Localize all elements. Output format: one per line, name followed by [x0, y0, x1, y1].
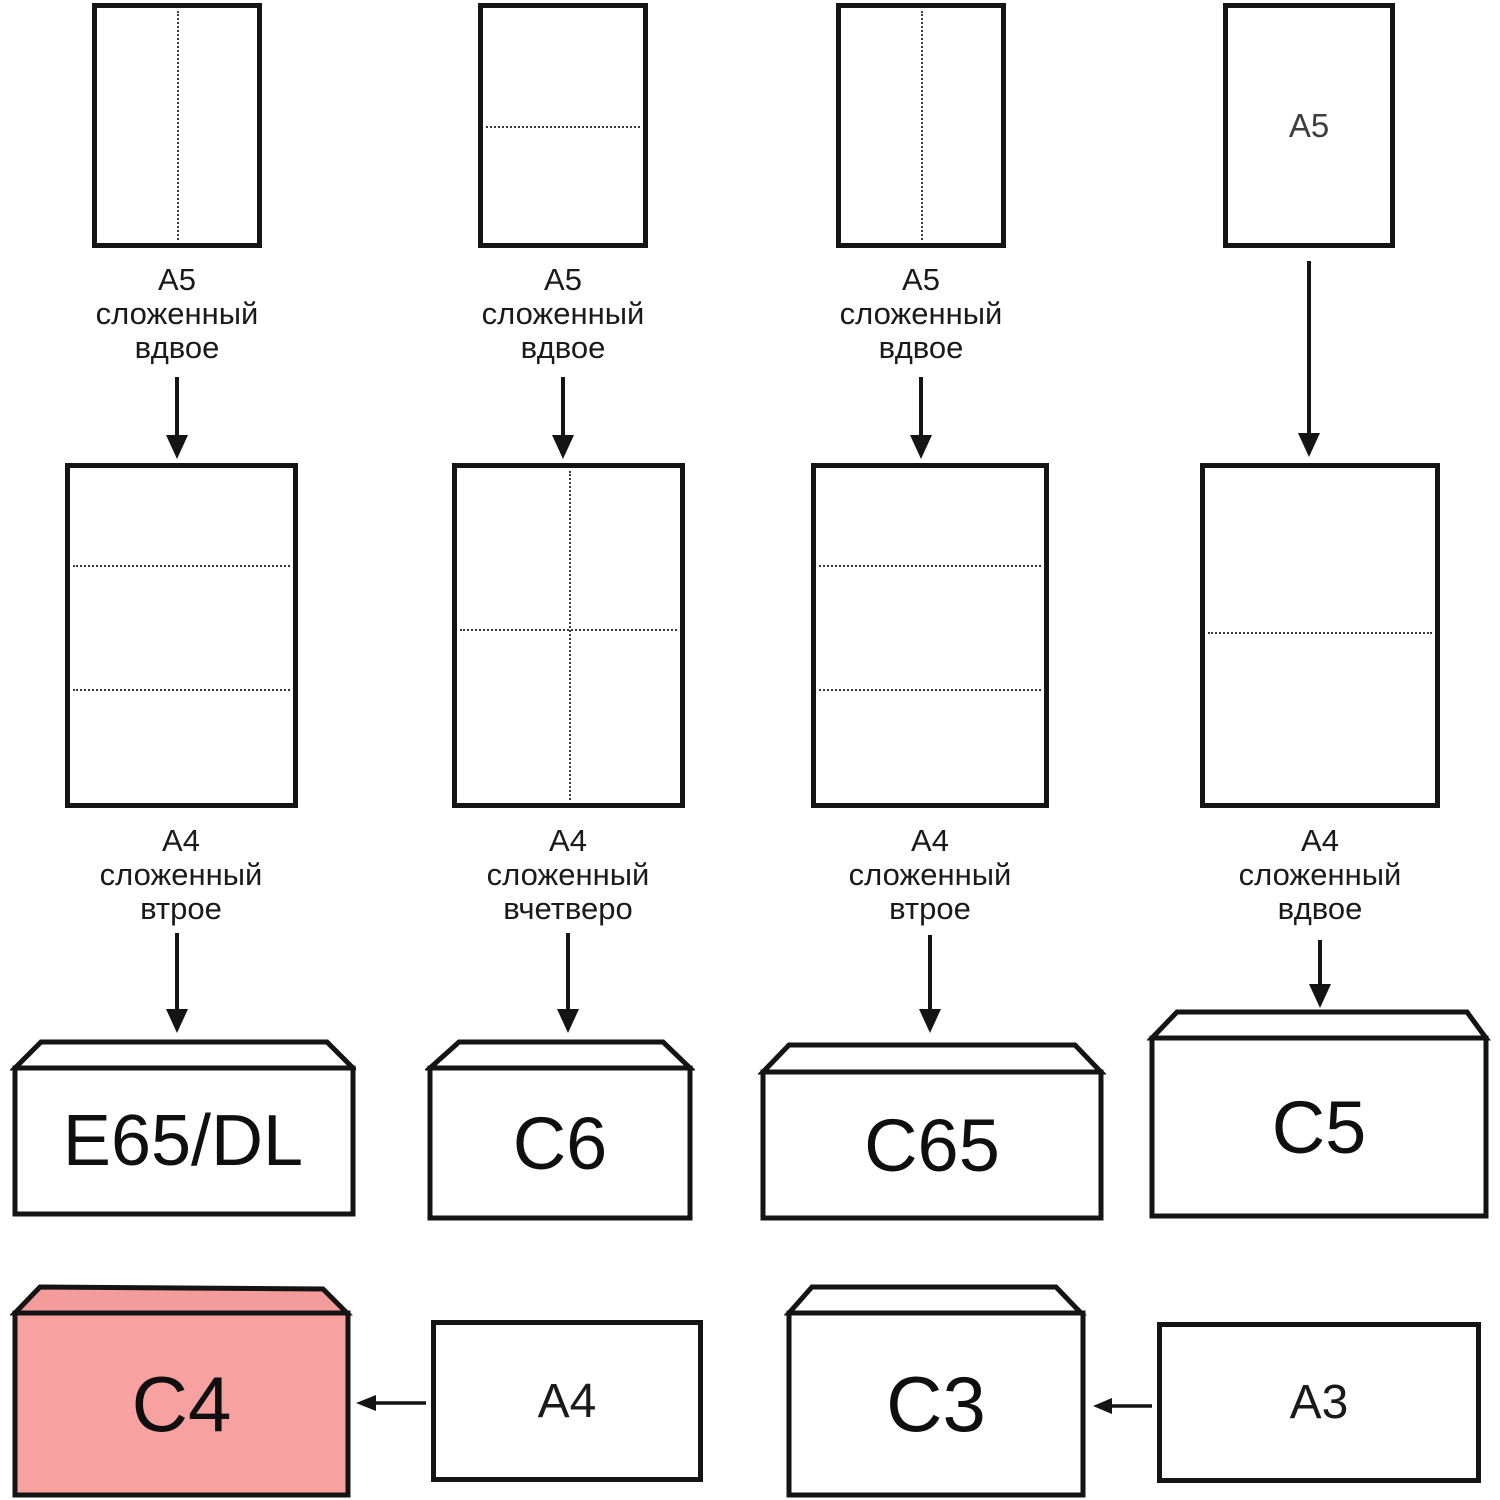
arrow-head	[557, 1009, 579, 1033]
arrow-down-icon	[919, 935, 941, 1033]
fold-line-vertical	[568, 471, 571, 800]
envelope-flap	[1147, 1009, 1491, 1041]
arrow-down-icon	[166, 377, 188, 459]
envelope-e65dl	[10, 1039, 356, 1217]
envelope-flap	[425, 1039, 695, 1071]
sheet-a3-source-label: А3	[1289, 1376, 1349, 1429]
envelope-flap	[10, 1284, 353, 1316]
arrow-down-icon	[166, 933, 188, 1033]
arrow-head	[910, 435, 932, 459]
fold-line-horizontal	[460, 628, 677, 631]
envelope-c6	[425, 1039, 695, 1221]
envelope-body	[1149, 1035, 1489, 1219]
envelope-c4-highlighted	[10, 1284, 353, 1498]
sheet-a5-fold-vertical-2	[836, 3, 1006, 248]
sheet-a4-fold-thirds-1	[65, 463, 298, 808]
envelope-c65-label: C65	[864, 1103, 1000, 1187]
envelope-flap	[784, 1284, 1087, 1316]
arrow-head	[1309, 984, 1331, 1008]
fold-line-horizontal	[486, 125, 640, 128]
arrow-down-icon	[910, 377, 932, 459]
caption-a5-folded-2: А5 сложенный вдвое	[481, 262, 645, 365]
arrow-head	[1298, 433, 1320, 457]
envelope-body	[760, 1069, 1104, 1221]
envelope-c6-label: C6	[512, 1101, 608, 1185]
envelope-body	[12, 1310, 351, 1498]
arrow-head	[1093, 1398, 1112, 1414]
envelope-e65dl-label: E65/DL	[62, 1101, 304, 1181]
arrow-head	[552, 435, 574, 459]
arrow-down-icon	[1309, 940, 1331, 1008]
fold-line-horizontal	[1208, 632, 1432, 635]
sheet-a5-plain: А5	[1223, 3, 1395, 248]
caption-a5-folded-1: А5 сложенный вдвое	[95, 262, 259, 365]
caption-a4-folded-4: А4 сложенный вдвое	[1238, 823, 1402, 926]
sheet-a4-fold-quarters	[452, 463, 685, 808]
arrow-left-icon	[1093, 1398, 1152, 1414]
arrow-head	[166, 1009, 188, 1033]
fold-line-horizontal	[819, 689, 1041, 692]
arrow-down-icon	[557, 933, 579, 1033]
fold-line-vertical	[921, 11, 923, 240]
caption-a5-folded-3: А5 сложенный вдвое	[839, 262, 1003, 365]
sheet-a4-source-label: А4	[537, 1374, 597, 1428]
arrow-head	[919, 1009, 941, 1033]
fold-line-horizontal	[73, 565, 290, 568]
sheet-a5-fold-horizontal	[478, 3, 648, 248]
arrow-head	[356, 1395, 376, 1411]
envelope-c5	[1147, 1009, 1491, 1219]
envelope-body	[427, 1065, 693, 1221]
arrow-down-icon	[1298, 261, 1320, 457]
sheet-a4-fold-half	[1200, 463, 1440, 808]
arrow-head	[166, 435, 188, 459]
envelope-body	[12, 1065, 356, 1217]
envelope-c65	[758, 1042, 1106, 1221]
envelope-c3	[784, 1284, 1087, 1498]
arrow-down-icon	[552, 377, 574, 459]
sheet-a3-source-box: А3	[1157, 1322, 1481, 1483]
envelope-c4-label: C4	[131, 1359, 232, 1448]
caption-a4-folded-1: А4 сложенный втрое	[99, 823, 263, 926]
envelope-c5-label: C5	[1271, 1085, 1367, 1169]
envelope-c3-label: C3	[886, 1359, 986, 1448]
caption-a4-folded-2: А4 сложенный вчетверо	[486, 823, 650, 926]
fold-line-horizontal	[73, 689, 290, 692]
fold-line-horizontal	[819, 565, 1041, 568]
fold-line-vertical	[177, 11, 179, 240]
sheet-a4-source-box: А4	[431, 1320, 703, 1482]
envelope-body	[786, 1310, 1086, 1498]
arrow-left-icon	[356, 1395, 426, 1411]
envelope-flap	[10, 1039, 356, 1071]
sheet-a5-fold-vertical-1	[92, 3, 262, 248]
sheet-a5-label: А5	[1288, 106, 1330, 144]
envelope-flap	[758, 1042, 1106, 1075]
sheet-a4-fold-thirds-2	[811, 463, 1049, 808]
caption-a4-folded-3: А4 сложенный втрое	[848, 823, 1012, 926]
